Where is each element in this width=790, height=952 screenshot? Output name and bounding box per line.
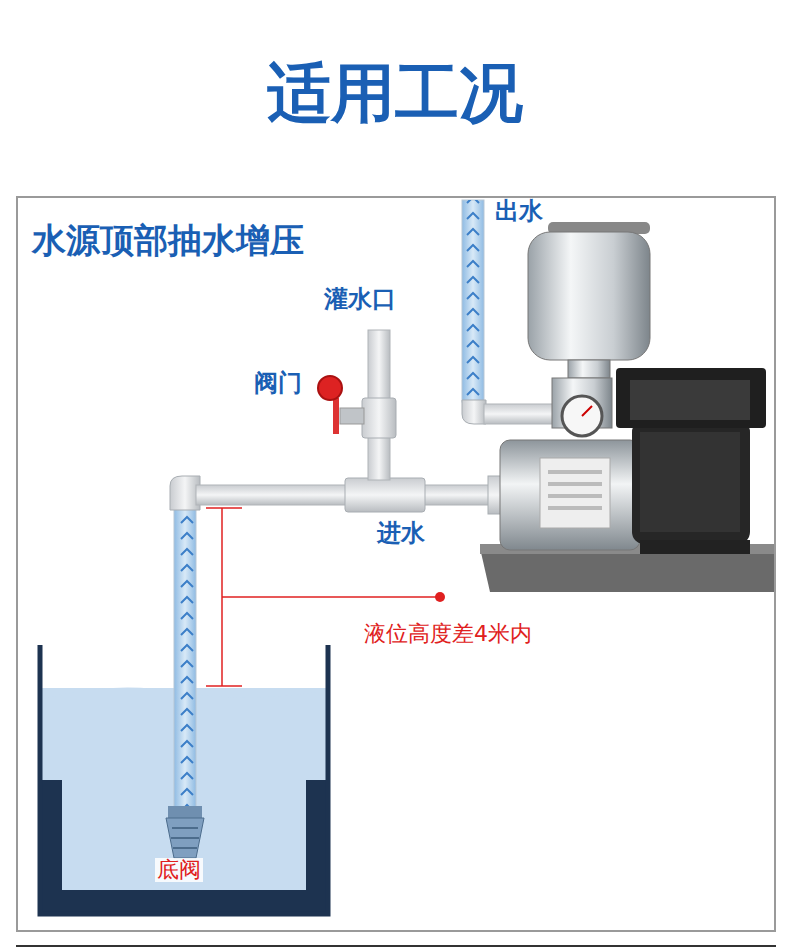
valve-label: 阀门 <box>252 370 304 396</box>
outlet-label: 出水 <box>493 198 545 224</box>
priming-port-label: 灌水口 <box>322 286 398 312</box>
height-limit-label: 液位高度差4米内 <box>362 622 534 646</box>
foot-valve-label: 底阀 <box>155 858 203 882</box>
inlet-label: 进水 <box>375 520 427 546</box>
page-title: 适用工况 <box>0 58 790 128</box>
panel-heading: 水源顶部抽水增压 <box>32 222 304 259</box>
